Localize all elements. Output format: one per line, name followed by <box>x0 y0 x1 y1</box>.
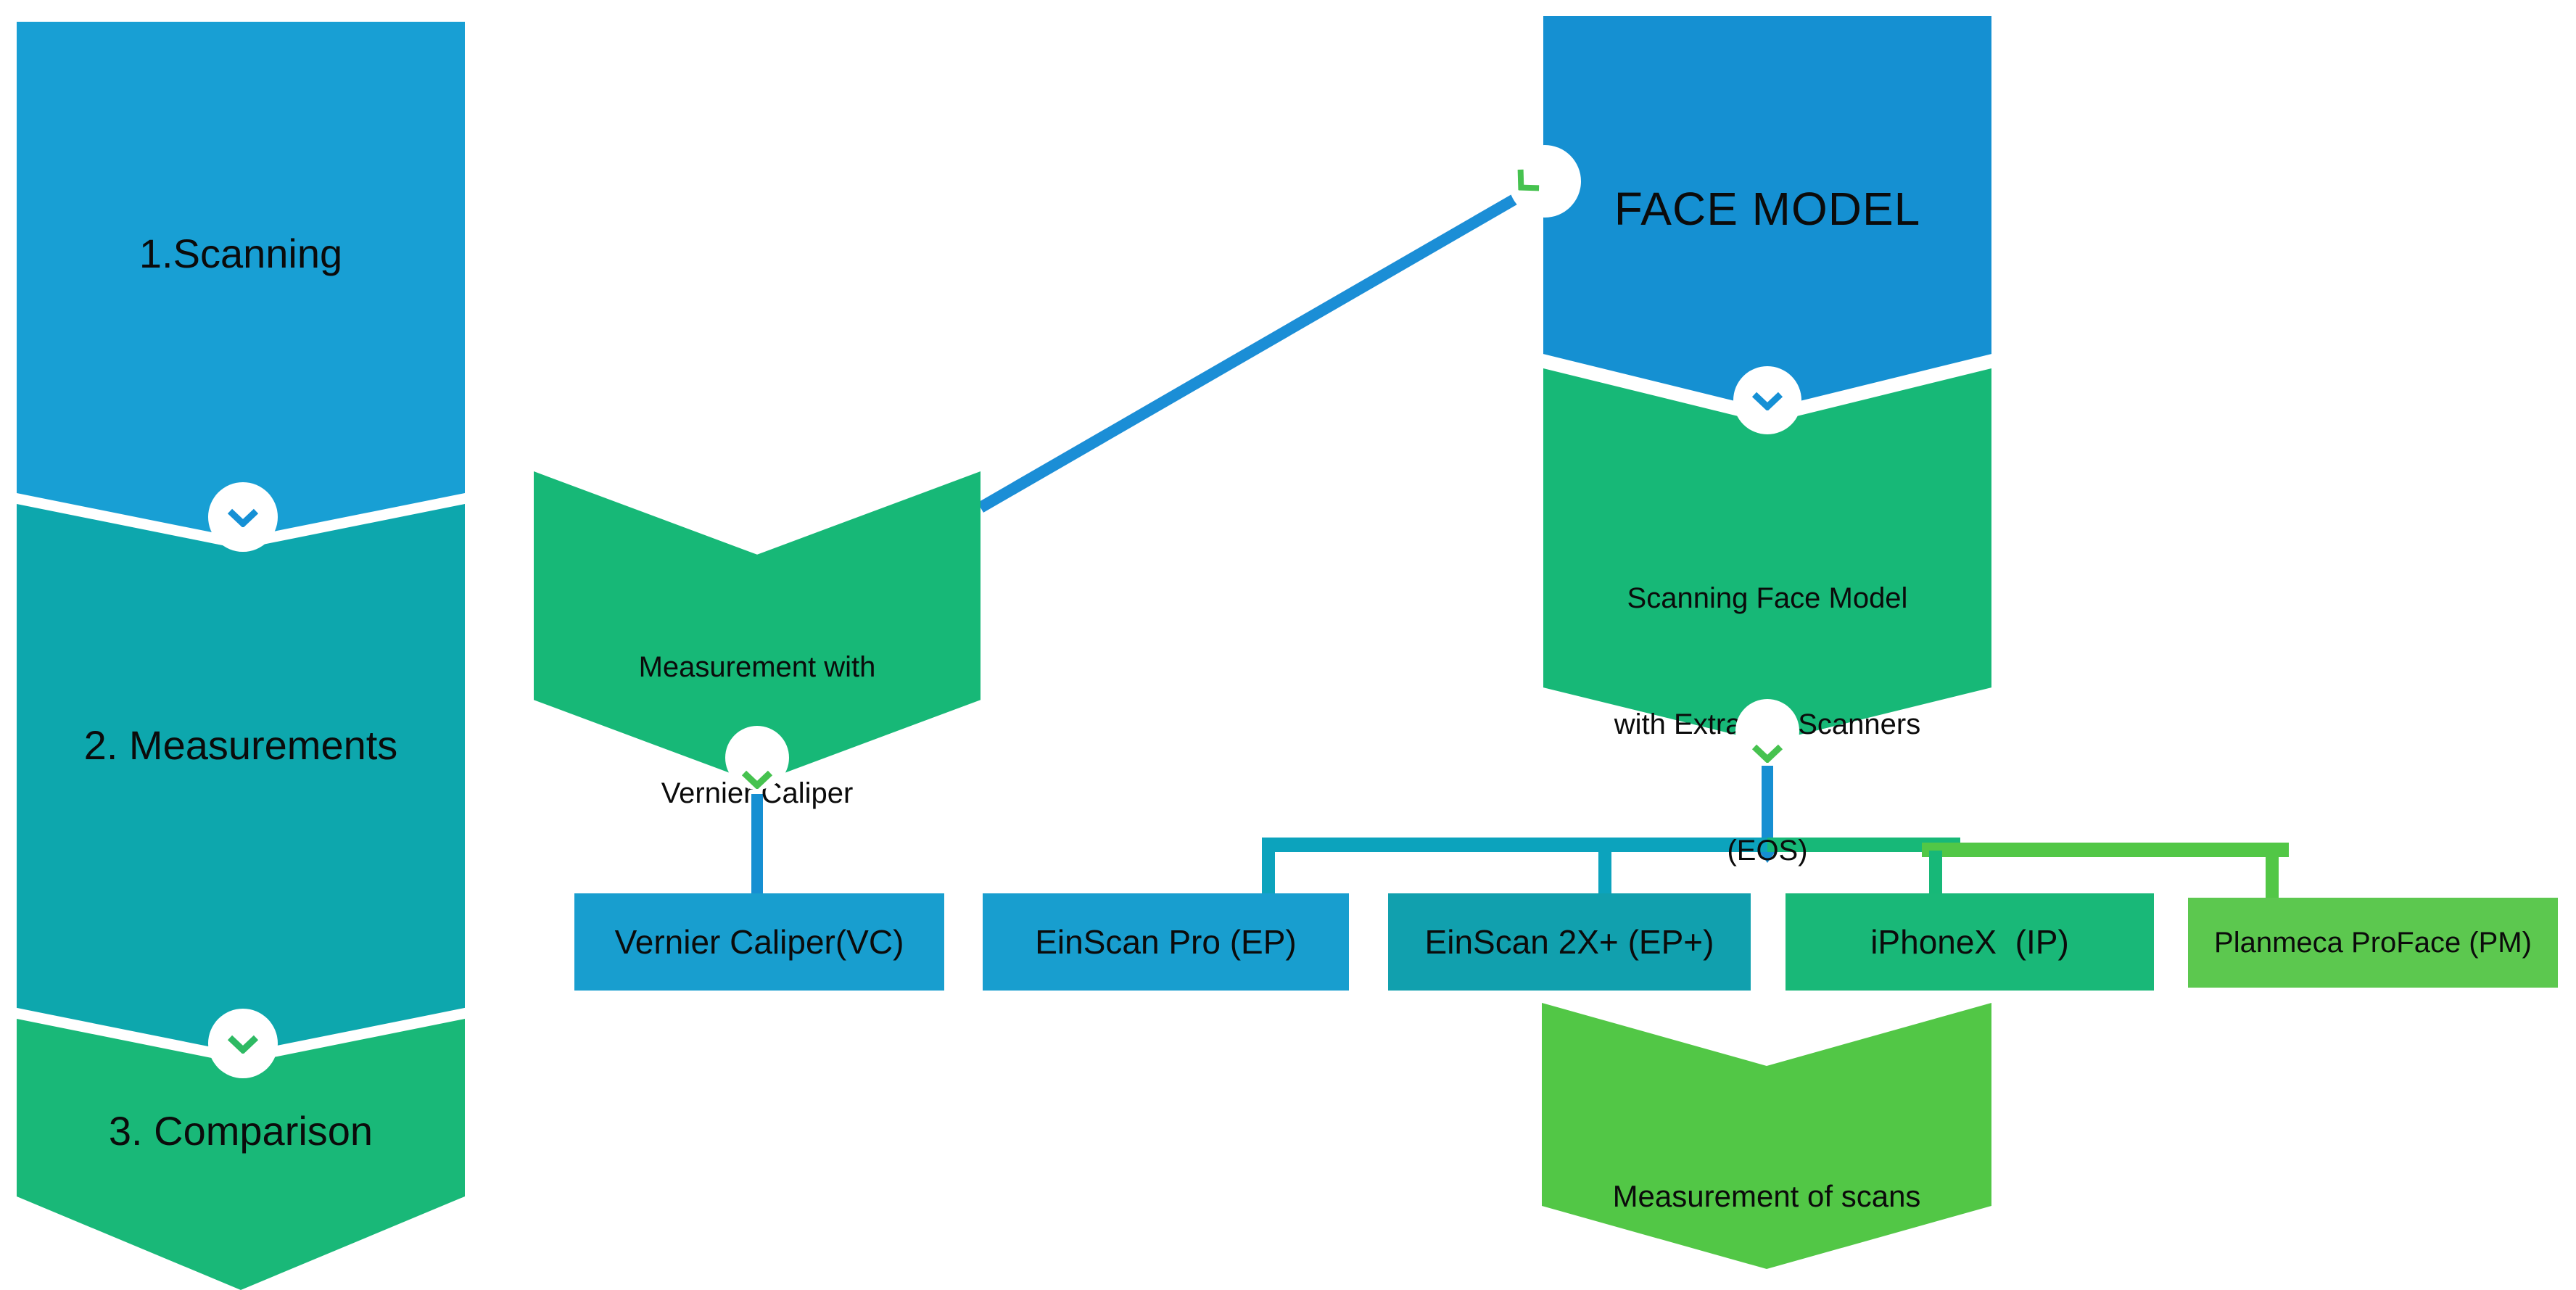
face-model-label: FACE MODEL <box>1614 183 1921 235</box>
step-connector-circle-2 <box>208 1009 278 1078</box>
rhinoceros-chevron-label: Measurement of scans using Rhinoceros So… <box>1612 1179 1921 1213</box>
scanner-box-einscan-pro-label: EinScan Pro (EP) <box>1035 923 1297 961</box>
process-step-measurements-label: 2. Measurements <box>83 722 398 768</box>
control-chevron-notch-circle <box>725 726 789 790</box>
scanner-box-einscan-2x-label: EinScan 2X+ (EP+) <box>1424 923 1714 961</box>
chevron-down-icon <box>227 1035 259 1054</box>
chevron-down-icon <box>1751 392 1783 410</box>
drop-einscan-2x <box>1598 851 1611 893</box>
scanner-box-einscan-2x: EinScan 2X+ (EP+) <box>1388 893 1751 991</box>
process-step-scanning <box>17 22 465 538</box>
scanner-box-einscan-pro: EinScan Pro (EP) <box>983 893 1349 991</box>
drop-planmeca <box>2266 856 2279 898</box>
face-model-box <box>1543 16 1991 409</box>
chevron-down-icon <box>1751 744 1783 763</box>
vernier-caliper-box: Vernier Caliper(VC) <box>574 893 944 991</box>
connector-eos-drop-line <box>1762 766 1773 840</box>
eos-chevron-label: Scanning Face Model with Extraoral Scann… <box>1614 582 1921 867</box>
scanner-box-iphonex-label: iPhoneX (IP) <box>1870 923 2069 961</box>
connector-bar-emerald <box>1767 838 1960 852</box>
process-step-scanning-label: 1.Scanning <box>139 231 343 276</box>
process-step-comparison-label: 3. Comparison <box>108 1108 373 1154</box>
scanner-box-planmeca: Planmeca ProFace (PM) <box>2188 898 2558 988</box>
connector-diagonal-line <box>978 192 1521 513</box>
scanner-box-iphonex: iPhoneX (IP) <box>1786 893 2154 991</box>
chevron-down-icon <box>741 770 773 789</box>
drop-iphonex <box>1929 851 1942 893</box>
process-step-measurements <box>17 504 465 1053</box>
eos-chevron-notch-circle <box>1735 699 1799 763</box>
connector-vernier-drop-line <box>751 794 763 893</box>
chevron-down-icon <box>227 508 259 527</box>
connector-bar-bright-green <box>1922 843 2289 857</box>
step-connector-circle-1 <box>208 482 278 552</box>
drop-einscan-pro <box>1262 839 1275 893</box>
vernier-caliper-box-label: Vernier Caliper(VC) <box>614 923 904 961</box>
angle-icon <box>1517 169 1540 191</box>
face-model-eos-junction-circle <box>1733 366 1801 434</box>
connector-bar-teal <box>1262 838 1770 852</box>
scanner-box-planmeca-label: Planmeca ProFace (PM) <box>2214 926 2532 959</box>
